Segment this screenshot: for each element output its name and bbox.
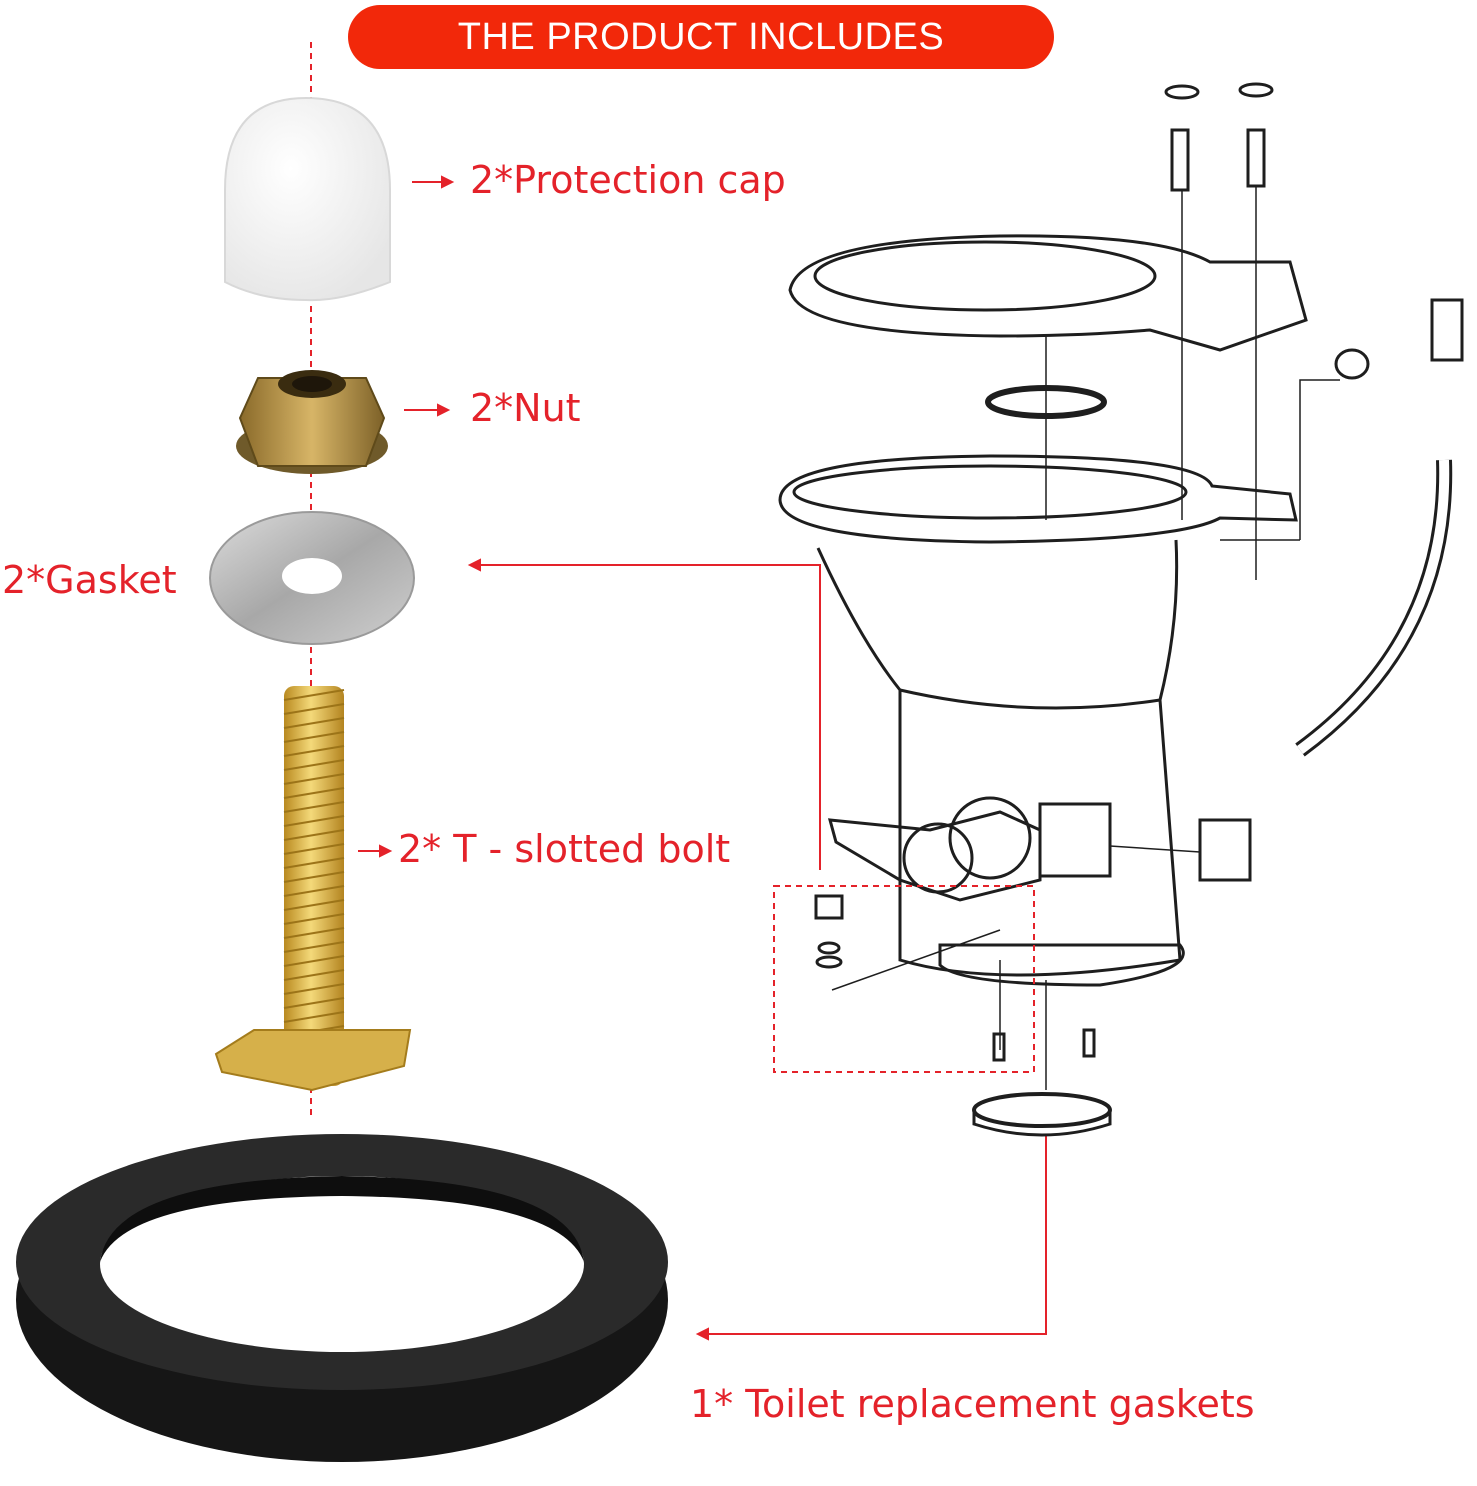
protection-cap-image <box>224 96 391 302</box>
small-parts-box <box>773 885 1035 1073</box>
protection-cap-label: 2*Protection cap <box>470 158 786 202</box>
nut-image <box>236 370 388 474</box>
toilet-diagram <box>778 82 1464 1137</box>
toilet-gasket-label: 1* Toilet replacement gaskets <box>690 1382 1255 1426</box>
t-bolt-label: 2* T - slotted bolt <box>398 827 731 871</box>
t-bolt-image <box>214 686 412 1092</box>
nut-label: 2*Nut <box>470 386 581 430</box>
product-includes-banner: THE PRODUCT INCLUDES <box>348 5 1054 69</box>
banner-title: THE PRODUCT INCLUDES <box>457 15 945 58</box>
gasket-label: 2*Gasket <box>2 558 177 602</box>
washer-image <box>209 511 415 645</box>
rubber-ring-image <box>16 1134 668 1462</box>
label-arrows <box>358 175 1047 1341</box>
